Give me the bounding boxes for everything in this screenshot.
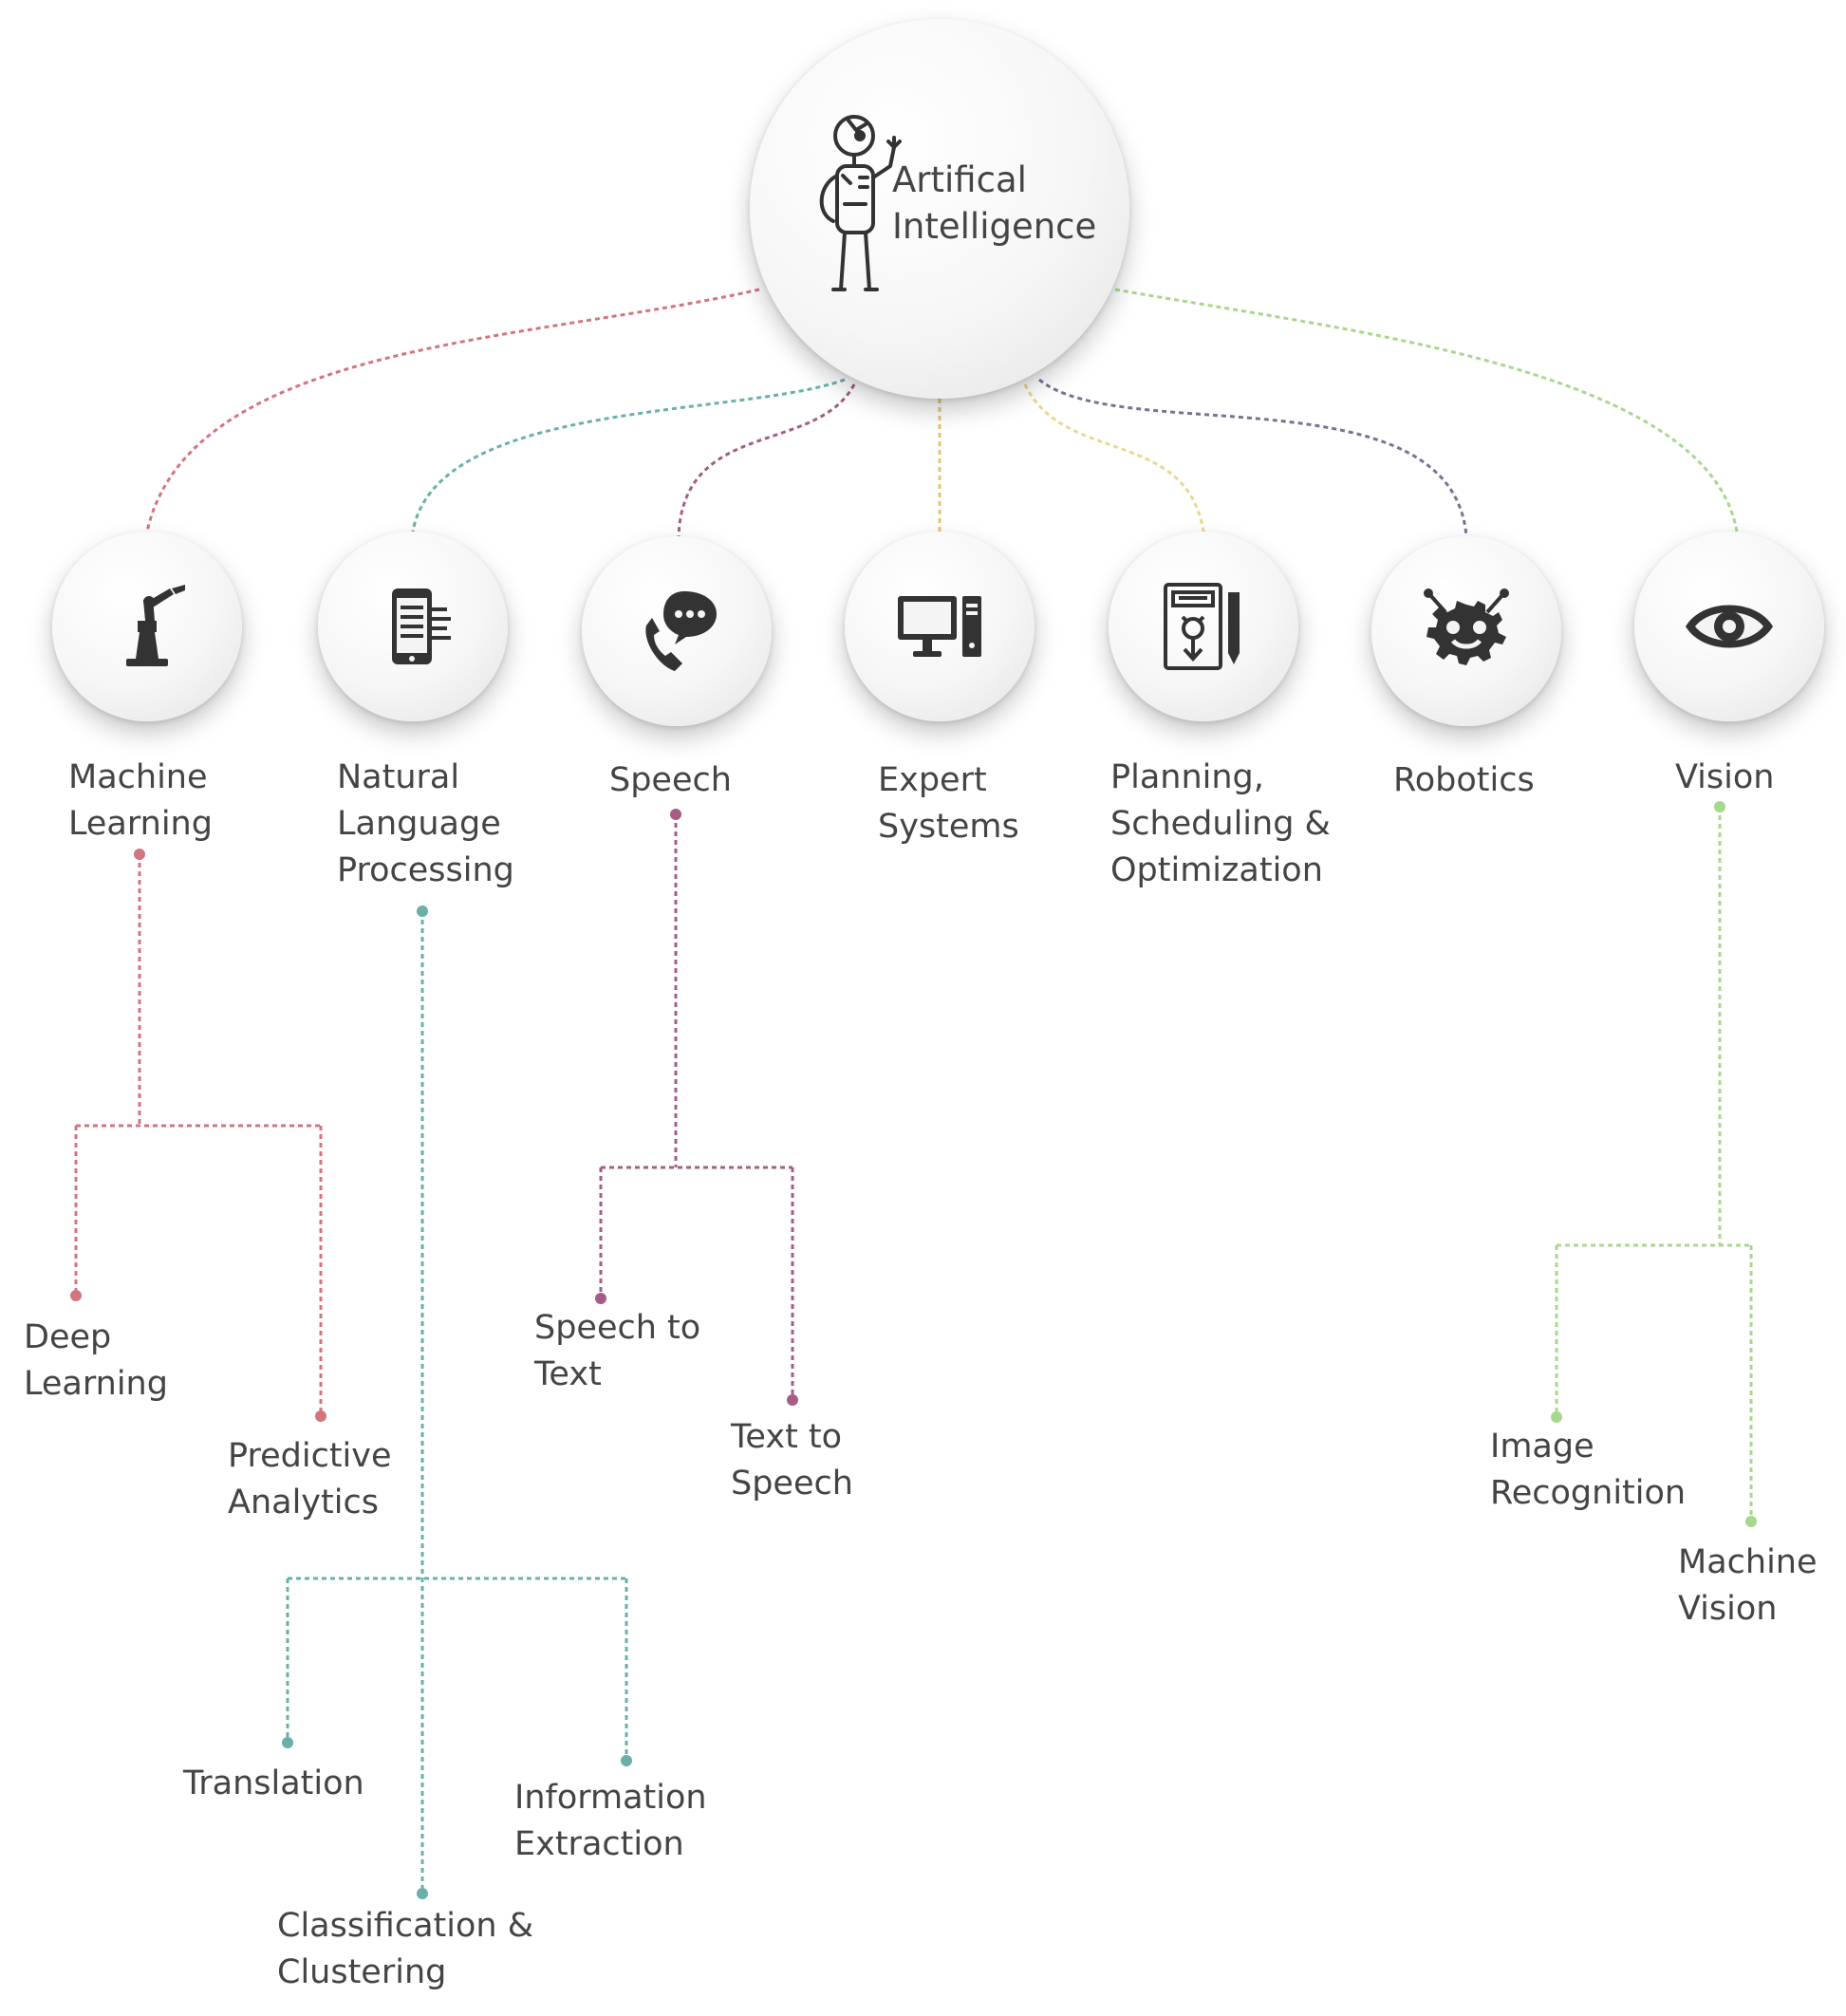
robot-scientist-icon [819, 115, 902, 291]
tablet-document-icon [392, 588, 451, 664]
category-label-machine-learning: Machine Learning [68, 758, 213, 843]
root-label: Artifical Intelligence [892, 159, 1097, 247]
subtopic-deep-learning: Deep Learning [24, 1318, 168, 1403]
connector-root-robotics [1038, 378, 1468, 537]
category-node-vision [1634, 532, 1824, 721]
deep-learning-dot [70, 1290, 82, 1301]
subtopic-information-extraction: Information Extraction [514, 1779, 707, 1863]
speech-tree [595, 809, 798, 1406]
connector-root-nlp [411, 378, 846, 532]
predictive-analytics-dot [315, 1410, 326, 1422]
subtopic-machine-vision: Machine Vision [1678, 1543, 1818, 1628]
connector-root-planning [1023, 383, 1205, 532]
category-node-robotics [1371, 536, 1561, 726]
image-recognition-dot [1551, 1411, 1562, 1423]
subtopic-image-recognition: Image Recognition [1490, 1428, 1687, 1512]
vision-tree [1551, 801, 1757, 1527]
machine-learning-tree [70, 849, 326, 1422]
category-label-robotics: Robotics [1393, 761, 1535, 799]
text-to-speech-dot [787, 1394, 798, 1406]
vision-top-dot [1714, 801, 1725, 812]
subtopic-predictive-analytics: Predictive Analytics [228, 1437, 392, 1521]
category-node-machine-learning [52, 532, 242, 721]
subtopic-classification-clustering: Classification & Clustering [277, 1907, 534, 1991]
connector-root-vision [1114, 288, 1739, 532]
category-label-speech: Speech [609, 761, 732, 799]
desktop-computer-icon [898, 596, 981, 657]
speech-top-dot [670, 809, 681, 820]
category-label-vision: Vision [1675, 758, 1775, 796]
information-extraction-dot [621, 1755, 632, 1766]
category-label-nlp: Natural Language Processing [337, 758, 514, 889]
category-label-planning: Planning, Scheduling & Optimization [1110, 758, 1331, 889]
category-node-expert-systems [845, 532, 1035, 721]
translation-dot [282, 1737, 293, 1748]
nlp-top-dot [417, 905, 428, 917]
robot-arm-icon [126, 585, 185, 666]
plan-pencil-icon [1164, 583, 1240, 670]
ml-top-dot [134, 849, 145, 860]
machine-vision-dot [1745, 1516, 1757, 1527]
connector-root-speech [677, 383, 856, 537]
robot-gear-icon [1424, 588, 1509, 665]
category-node-nlp [318, 532, 508, 721]
classification-dot [417, 1888, 428, 1899]
phone-chat-icon [645, 591, 717, 671]
connector-root-machine-learning [145, 288, 760, 532]
subtopic-speech-to-text: Speech to Text [534, 1309, 701, 1393]
category-node-speech [582, 536, 772, 726]
category-node-planning [1109, 532, 1298, 721]
speech-to-text-dot [595, 1293, 606, 1304]
root-node: Artifical Intelligence [750, 19, 1129, 399]
category-label-expert-systems: Expert Systems [878, 761, 1019, 846]
eye-icon [1686, 605, 1773, 648]
subtopic-text-to-speech: Text to Speech [731, 1418, 853, 1503]
subtopic-translation: Translation [183, 1764, 364, 1802]
nlp-tree [282, 905, 632, 1899]
